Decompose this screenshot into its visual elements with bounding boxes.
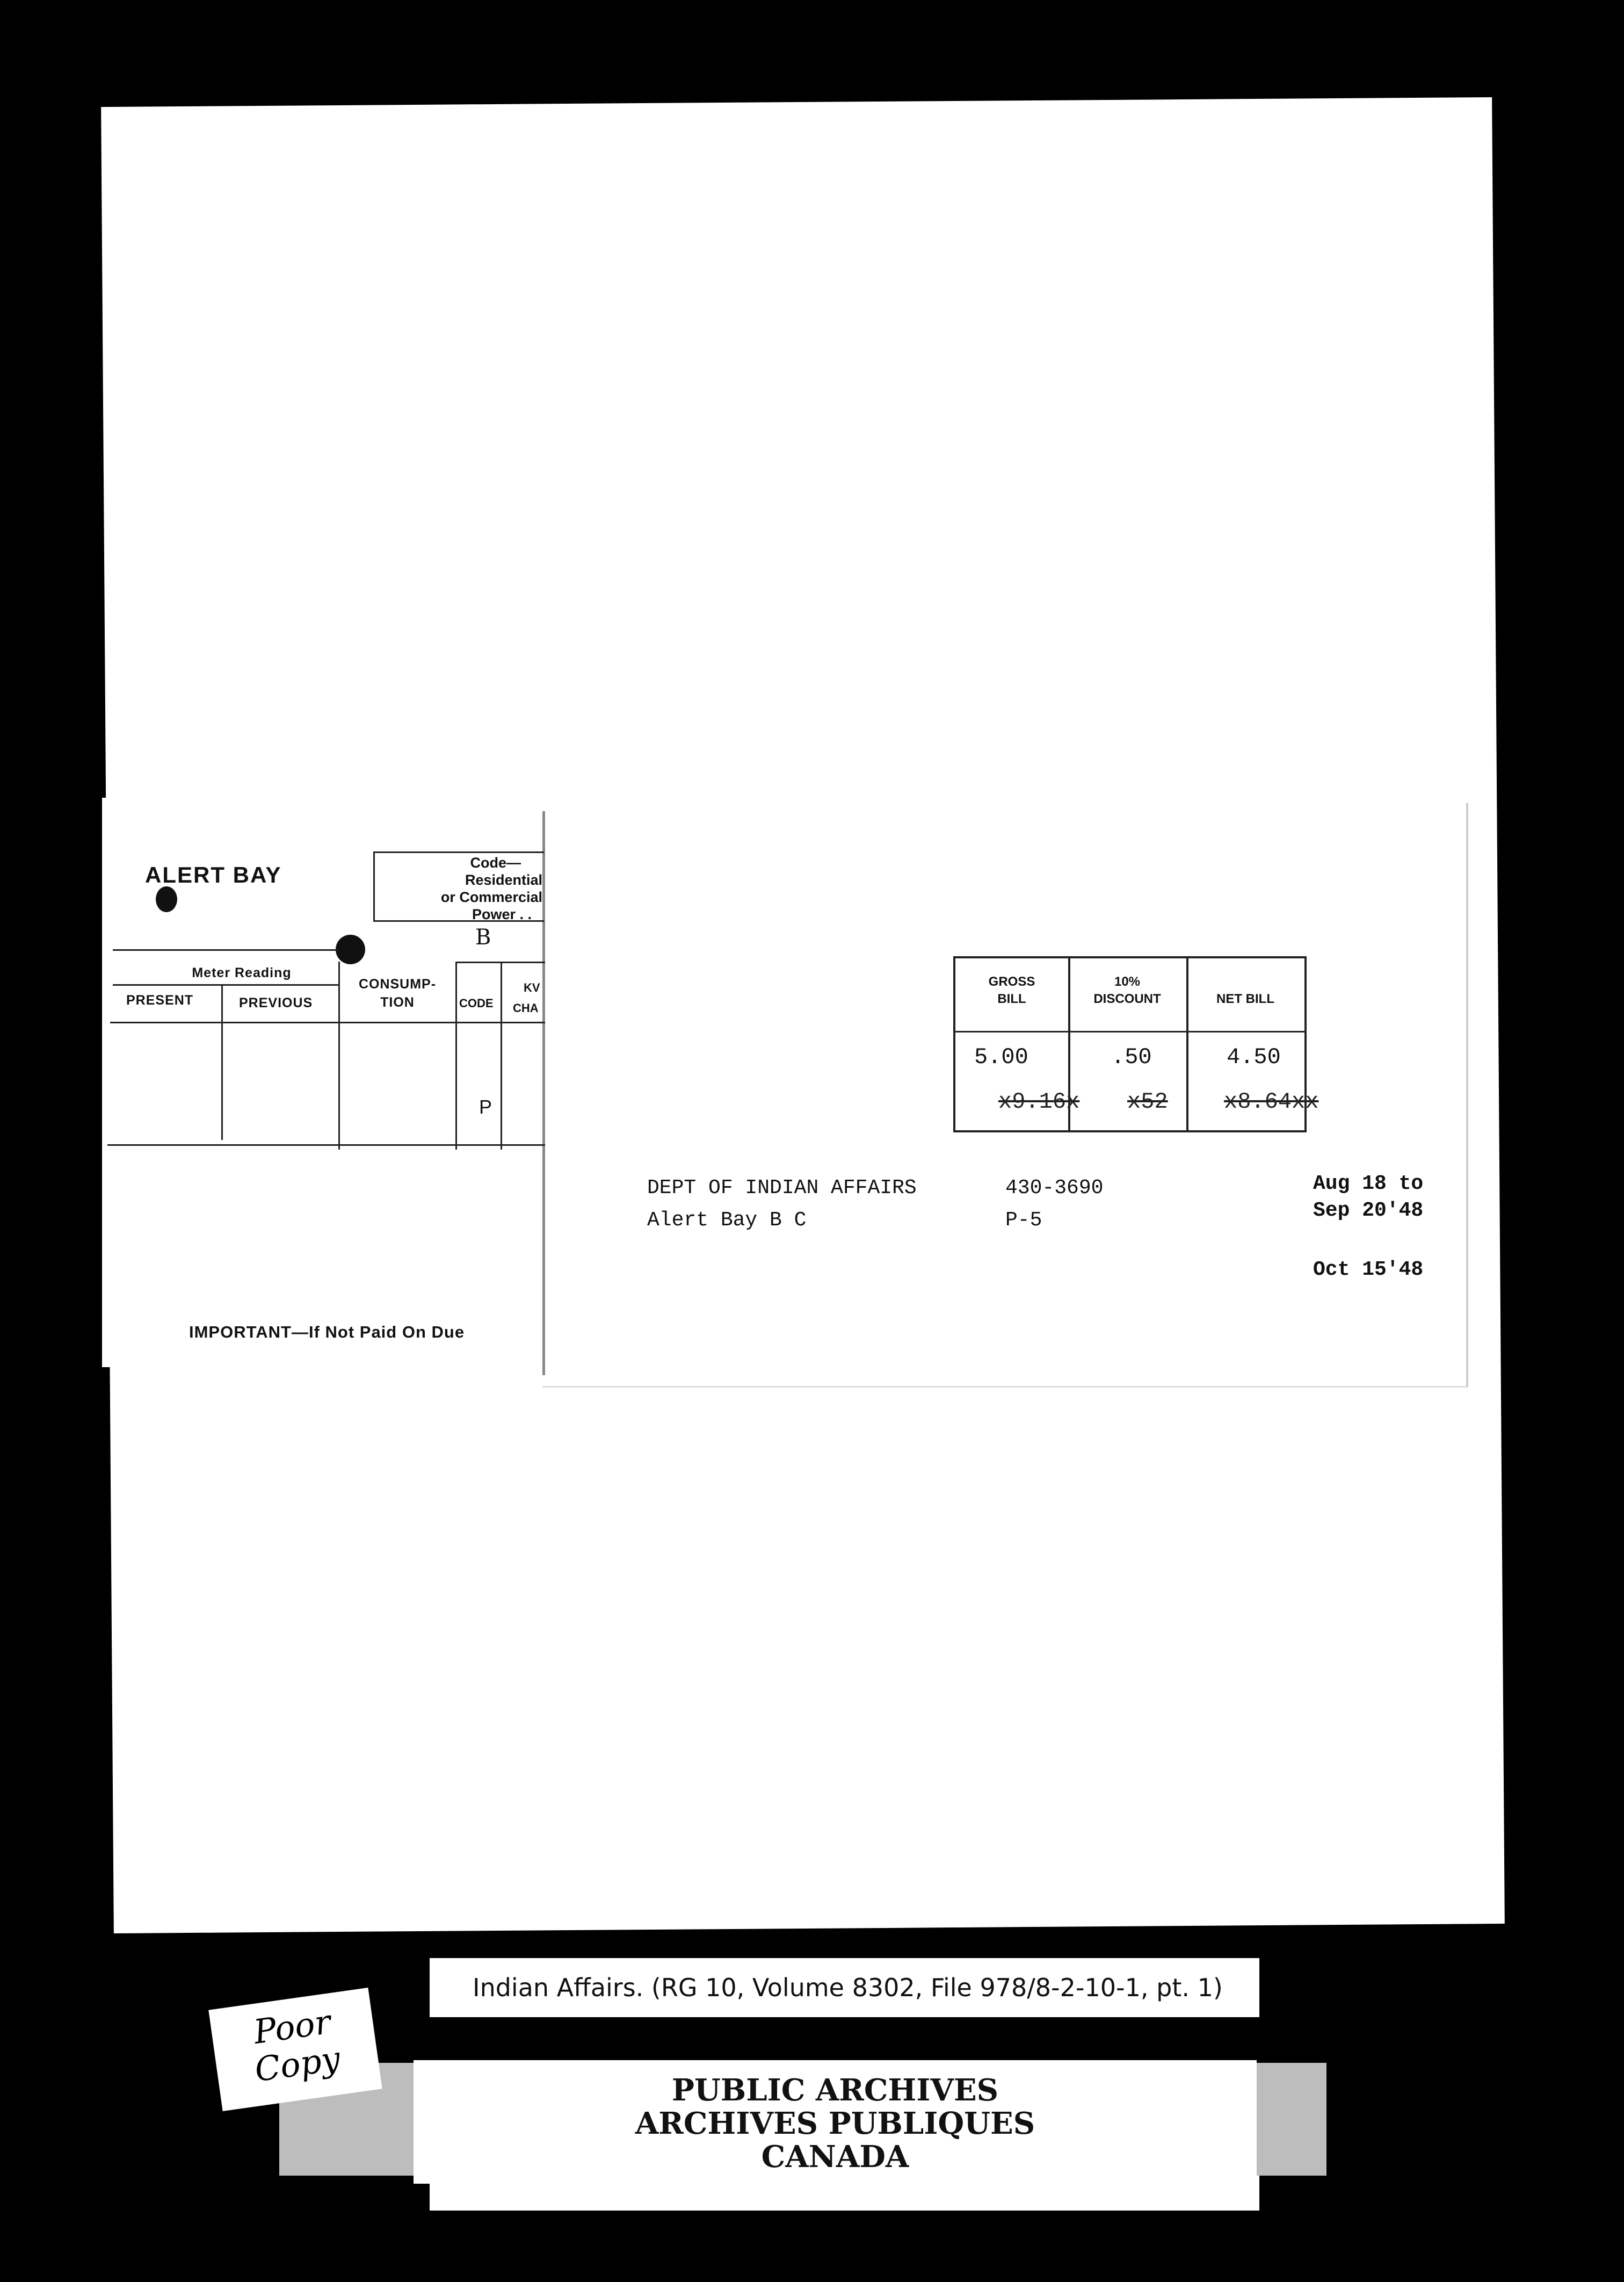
archive-country: CANADA — [761, 2139, 909, 2175]
bill-stub-right — [542, 803, 1468, 1388]
table-body-rule — [110, 1022, 545, 1023]
table-col-sep — [338, 962, 340, 1150]
consumption-line2: TION — [380, 995, 415, 1010]
kw-col-line2: CHA — [513, 1001, 539, 1015]
struck-discount: x52 — [1127, 1089, 1168, 1115]
gross-header-line2: BILL — [997, 992, 1026, 1006]
net-amount: 4.50 — [1227, 1044, 1281, 1070]
gross-amount: 5.00 — [974, 1044, 1028, 1070]
discount-header-line2: DISCOUNT — [1093, 992, 1161, 1006]
table-col-sep — [221, 984, 223, 1140]
account-number: 430-3690 — [1005, 1176, 1104, 1200]
previous-header: PREVIOUS — [239, 995, 313, 1010]
net-bill-header: NET BILL — [1186, 991, 1304, 1008]
code-box-text: Code— Residential or Commercial Power . … — [376, 854, 542, 923]
important-notice: IMPORTANT—If Not Paid On Due — [189, 1323, 465, 1341]
kw-col-line1: KV — [524, 981, 540, 994]
code-box — [373, 851, 544, 922]
kw-col-header: KV CHA — [513, 978, 540, 1019]
period-from: Aug 18 to — [1313, 1172, 1424, 1195]
customer-location: Alert Bay B C — [647, 1209, 807, 1232]
ink-blot — [156, 886, 177, 912]
bill-stub-left — [102, 798, 548, 1367]
gross-bill-header: GROSS BILL — [955, 973, 1068, 1008]
table-header-rule — [113, 984, 338, 986]
archive-fr: ARCHIVES PUBLIQUES — [635, 2106, 1035, 2141]
amounts-table: GROSS BILL 10% DISCOUNT NET BILL 5.00 .5… — [953, 956, 1318, 1132]
code-entry: P — [479, 1096, 492, 1118]
source-label: Indian Affairs. (RG 10, Volume 8302, Fil… — [430, 1958, 1259, 2017]
town-name: ALERT BAY — [145, 862, 282, 887]
gross-header-line1: GROSS — [988, 974, 1035, 989]
present-header: PRESENT — [126, 993, 194, 1008]
amounts-header-rule — [955, 1031, 1304, 1032]
due-date: Oct 15'48 — [1313, 1258, 1424, 1281]
archive-en: PUBLIC ARCHIVES — [671, 2072, 999, 2108]
archive-label: PUBLIC ARCHIVES ARCHIVES PUBLIQUES CANAD… — [414, 2060, 1257, 2184]
ink-blot — [336, 935, 365, 964]
code-value: B — [475, 925, 491, 950]
code-col-header: CODE — [459, 996, 494, 1010]
archive-title: PUBLIC ARCHIVES ARCHIVES PUBLIQUES CANAD… — [414, 2074, 1257, 2173]
archive-label-bottom — [430, 2176, 1259, 2211]
table-col-sep — [455, 962, 457, 1150]
amounts-col-sep — [1068, 958, 1070, 1130]
meter-reading-header: Meter Reading — [192, 965, 292, 980]
residential-label: Residential — [465, 872, 542, 888]
period-to: Sep 20'48 — [1313, 1199, 1424, 1222]
table-top-rule — [113, 949, 338, 951]
power-label: Power . . — [472, 906, 532, 922]
stub-divider — [542, 811, 545, 1375]
consumption-line1: CONSUMP- — [358, 977, 437, 992]
discount-header-line1: 10% — [1114, 974, 1141, 989]
discount-amount: .50 — [1111, 1044, 1152, 1070]
code-label: Code— — [470, 855, 521, 871]
consumption-header: CONSUMP- TION — [344, 975, 451, 1012]
source-citation: Indian Affairs. (RG 10, Volume 8302, Fil… — [473, 1973, 1223, 2002]
customer-name: DEPT OF INDIAN AFFAIRS — [647, 1176, 917, 1200]
poor-copy-text: Poor Copy — [208, 1988, 380, 2094]
rate-code: P-5 — [1005, 1209, 1042, 1232]
net-header-line2: NET BILL — [1216, 992, 1274, 1006]
commercial-label: or Commercial — [440, 889, 542, 905]
table-col-sep — [501, 962, 502, 1150]
amounts-col-sep — [1186, 958, 1188, 1130]
discount-header: 10% DISCOUNT — [1068, 973, 1186, 1008]
table-bottom-rule — [107, 1144, 545, 1146]
struck-gross: x9.16x — [998, 1089, 1080, 1115]
struck-net: x8.64xx — [1224, 1089, 1319, 1115]
